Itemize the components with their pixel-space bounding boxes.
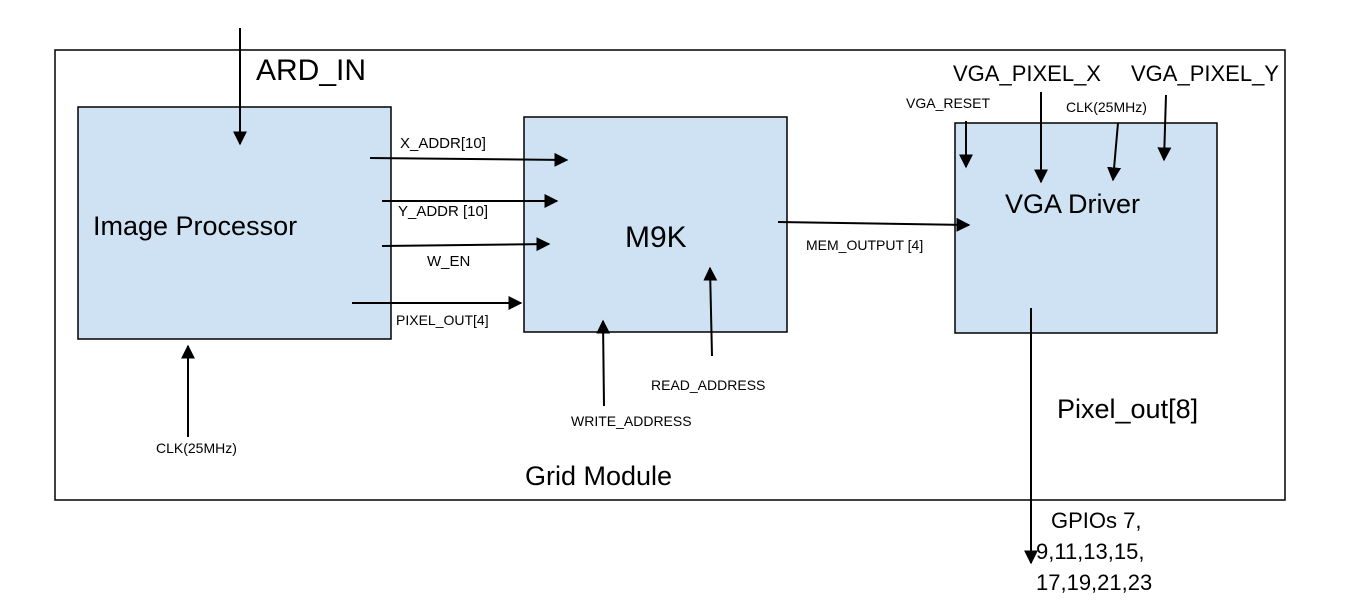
grid-module-frame [54,49,1286,501]
image-processor-label: Image Processor [93,211,297,241]
w-en-arrow [381,237,551,252]
clk-vga-label: CLK(25MHz) [1066,99,1147,115]
pixel-out-8-label: Pixel_out[8] [1057,394,1198,424]
gpio-label-line-2: 9,11,13,15, [1036,539,1144,564]
read-address-label: READ_ADDRESS [651,377,765,393]
clk-vga-arrow [1107,122,1122,182]
vga-pixel-y-arrow [1157,94,1172,162]
write-address-arrow [596,319,611,407]
vga-reset-label: VGA_RESET [906,95,990,111]
x-addr-label: X_ADDR[10] [400,135,486,152]
w-en-label: W_EN [427,253,470,270]
x-addr-arrow [369,152,569,167]
vga-pixel-y-label: VGA_PIXEL_Y [1131,61,1279,86]
mem-output-label: MEM_OUTPUT [4] [806,237,923,253]
m9k-label: M9K [625,221,687,254]
read-address-arrow [703,266,718,357]
gpio-label-line-1: GPIOs 7, [1051,508,1141,533]
gpio-label-line-3: 17,19,21,23 [1036,570,1152,595]
m9k-block [523,116,788,333]
grid-module-label: Grid Module [525,461,672,491]
vga-driver-label: VGA Driver [1005,189,1140,219]
clk-image-processor-label: CLK(25MHz) [156,440,237,456]
write-address-label: WRITE_ADDRESS [571,413,692,429]
y-addr-label: Y_ADDR [10] [398,203,488,220]
mem-output-arrow [777,217,971,232]
pixel-out-4-label: PIXEL_OUT[4] [396,312,489,328]
vga-pixel-x-label: VGA_PIXEL_X [953,61,1101,86]
vga-driver-block [954,122,1218,334]
image-processor-block [77,106,392,340]
ard-in-label: ARD_IN [256,54,366,87]
